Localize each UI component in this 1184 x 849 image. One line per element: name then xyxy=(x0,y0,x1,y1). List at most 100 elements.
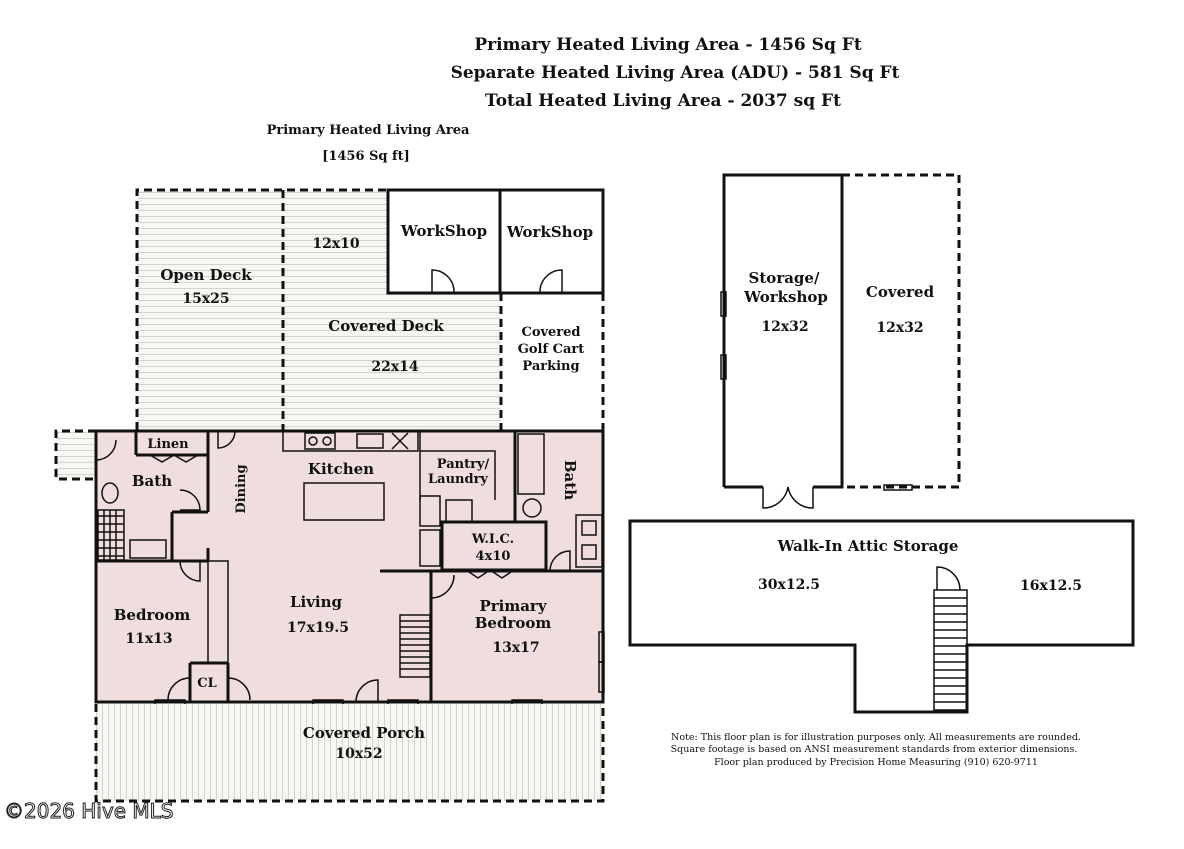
covered-porch-outline xyxy=(94,704,605,803)
living-dim: 17x19.5 xyxy=(287,620,349,636)
pantry-label-2: Laundry xyxy=(428,472,488,487)
primary-door-icon xyxy=(430,574,455,599)
pantry-inner xyxy=(420,450,496,500)
tub-icon xyxy=(517,433,545,495)
bath-door-icon xyxy=(179,489,201,511)
covered-right-dim: 12x32 xyxy=(876,320,923,336)
vanity-sink-icon-2 xyxy=(581,544,597,560)
window-icon-6 xyxy=(598,661,605,693)
attic-dim-left: 30x12.5 xyxy=(758,577,820,593)
covered-porch-area xyxy=(96,704,603,801)
bath-left-label: Bath xyxy=(132,472,172,490)
covered-porch-dim: 10x52 xyxy=(335,746,382,762)
workshop-area xyxy=(388,190,603,293)
watermark: ©2026 Hive MLS xyxy=(4,799,173,823)
wic-dim: 4x10 xyxy=(476,549,511,564)
header-line-3: Total Heated Living Area - 2037 sq Ft xyxy=(485,91,841,111)
burner-icon-2 xyxy=(322,436,332,446)
vanity-left-icon xyxy=(129,539,167,559)
range-icon xyxy=(304,432,336,450)
kitchen-counter xyxy=(282,430,419,452)
stairs-icon xyxy=(399,614,431,678)
house-interior xyxy=(96,431,603,702)
attic-door-icon xyxy=(936,566,961,591)
vanity-sink-icon xyxy=(581,520,597,536)
front-door-icon xyxy=(355,679,379,703)
header-line-2: Separate Heated Living Area (ADU) - 581 … xyxy=(451,63,900,83)
side-deck-area xyxy=(56,431,96,479)
fridge-icon xyxy=(419,529,441,567)
workshop2-door-icon xyxy=(539,269,563,294)
washer-icon xyxy=(419,495,441,527)
bedroom-label: Bedroom xyxy=(114,606,191,624)
note-line-1: Note: This floor plan is for illustratio… xyxy=(671,732,1081,743)
storage-label-2: Workshop xyxy=(743,288,828,306)
dining-label: Dining xyxy=(234,464,249,513)
storage-double-door-icon xyxy=(762,486,814,509)
golf-cart-area xyxy=(501,293,603,430)
note-line-2: Square footage is based on ANSI measurem… xyxy=(671,744,1078,755)
header-line-1: Primary Heated Living Area - 1456 Sq Ft xyxy=(474,35,861,55)
vanity-right-icon xyxy=(575,514,603,568)
side-deck-outline xyxy=(54,429,96,481)
attic-outline xyxy=(628,519,1135,714)
storage-label-1: Storage/ xyxy=(749,269,820,287)
deck-door-icon xyxy=(217,430,236,449)
workshop1-label: WorkShop xyxy=(400,222,487,240)
wic-label: W.I.C. xyxy=(471,532,514,547)
storage-window-icon-2 xyxy=(720,354,727,380)
open-deck-label: Open Deck xyxy=(160,266,252,284)
storage-window-icon xyxy=(720,291,727,317)
covered-window-icon xyxy=(883,484,913,491)
primary-bedroom-label-2: Bedroom xyxy=(475,614,552,632)
workshop1-door-icon xyxy=(431,269,455,294)
kitchen-label: Kitchen xyxy=(308,460,374,478)
toilet-left-icon xyxy=(101,482,119,504)
toilet-right-icon xyxy=(522,498,542,518)
workshop2-label: WorkShop xyxy=(506,223,593,241)
bath-right-door-icon xyxy=(549,550,571,572)
open-deck-dim: 15x25 xyxy=(182,291,229,307)
sink-icon xyxy=(356,433,384,449)
kitchen-island xyxy=(303,482,385,521)
burner-icon xyxy=(308,436,318,446)
workshop-outline xyxy=(386,188,605,295)
attic-label: Walk-In Attic Storage xyxy=(777,537,959,555)
stairs-treads-icon xyxy=(400,620,430,670)
closet-label: CL xyxy=(197,676,217,691)
linen-bifold-icon xyxy=(149,454,199,463)
attic-stairs-treads-icon xyxy=(934,597,967,703)
covered-right-label: Covered xyxy=(866,283,935,301)
covered-porch-label: Covered Porch xyxy=(303,724,425,742)
living-label: Living xyxy=(290,593,343,611)
section-area: [1456 Sq ft] xyxy=(322,149,410,164)
shower-grid-icon xyxy=(98,510,124,560)
linen-label: Linen xyxy=(147,437,189,452)
pantry-label-1: Pantry/ xyxy=(437,457,490,472)
golf-cart-label-1: Covered xyxy=(521,325,580,340)
golf-cart-label-3: Parking xyxy=(522,359,579,374)
covered-right-outline xyxy=(842,173,961,489)
open-deck-area xyxy=(137,190,283,430)
golf-cart-label-2: Golf Cart xyxy=(518,342,584,357)
bedroom-door-icon xyxy=(179,560,201,582)
attic-stairs-icon xyxy=(933,589,968,711)
bath-right-label: Bath xyxy=(561,460,579,500)
section-title: Primary Heated Living Area xyxy=(267,123,470,138)
covered-deck-label: Covered Deck xyxy=(328,317,444,335)
covered-deck-dim: 22x14 xyxy=(371,359,419,375)
note-line-3: Floor plan produced by Precision Home Me… xyxy=(714,757,1038,768)
side-door-icon xyxy=(95,439,117,461)
dishwasher-icon xyxy=(391,432,409,450)
cl-door-right-icon xyxy=(227,677,251,701)
bedroom-dim: 11x13 xyxy=(125,631,172,647)
attic-dim-right: 16x12.5 xyxy=(1020,578,1082,594)
primary-bedroom-dim: 13x17 xyxy=(492,640,539,656)
shower-icon xyxy=(97,509,125,561)
open-deck-outline xyxy=(135,188,388,430)
cl-door-left-icon xyxy=(167,677,191,701)
covered-deck-note: 12x10 xyxy=(312,236,360,252)
storage-dim: 12x32 xyxy=(761,319,808,335)
primary-bedroom-label-1: Primary xyxy=(479,597,547,615)
